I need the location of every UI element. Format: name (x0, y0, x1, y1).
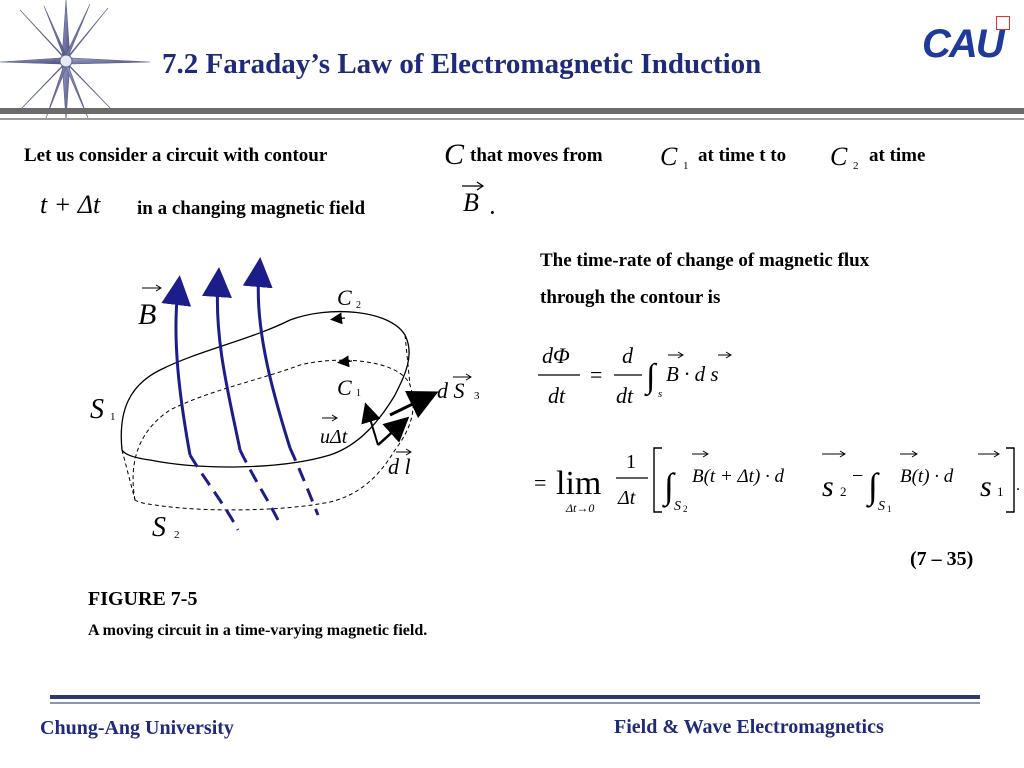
fig-label-ds3-sub: 3 (474, 390, 480, 402)
footer-course: Field & Wave Electromagnetics (614, 716, 884, 738)
vector-arrow-icon (462, 181, 485, 191)
side-line-right (404, 334, 411, 386)
cau-logo-text: CAU (922, 22, 1005, 66)
eq2-lim: lim (556, 465, 601, 502)
fig-label-c2-sub: 2 (356, 300, 361, 311)
eq2-s2-sub: 2 (840, 484, 847, 499)
c2-direction-arrow (330, 312, 346, 325)
header-divider-thin (0, 118, 1024, 120)
field-line-1-dashed (188, 454, 240, 531)
page-title: 7.2 Faraday’s Law of Electromagnetic Ind… (162, 48, 762, 80)
eq2-term2: B(t) · d (900, 466, 954, 487)
fig-label-b: B (138, 298, 156, 331)
equation-limit: = lim Δt→0 1 Δt ∫ S 2 B(t + Δt) · d s 2 … (534, 447, 1020, 515)
figure-caption-text: A moving circuit in a time-varying magne… (88, 622, 428, 639)
cau-logo: CAU (922, 16, 1016, 68)
fig-label-dl: d l (388, 454, 411, 479)
fig-label-s2: S (152, 512, 166, 543)
fig-label-s1: S (90, 394, 104, 425)
left-bracket-icon (653, 447, 662, 513)
field-line-3 (242, 257, 292, 449)
eq1-den-left: dt (548, 383, 566, 408)
fig-label-s2-sub: 2 (174, 529, 180, 541)
contour-c1 (132, 359, 414, 511)
fig-label-s1-sub: 1 (110, 411, 116, 423)
intro-text-5: in a changing magnetic field (137, 198, 366, 219)
intro-period: . (490, 198, 495, 219)
field-line-1 (161, 275, 192, 456)
eq2-s2: s (822, 470, 834, 503)
c1-direction-arrow (337, 355, 353, 368)
intro-text-2: that moves from (470, 145, 603, 166)
intro-text-3: at time t to (698, 145, 787, 166)
ds3-arrow (389, 391, 439, 419)
integral-icon-1: ∫ (662, 466, 676, 508)
b-symbol: B (463, 188, 479, 217)
flux-text-line2: through the contour is (540, 287, 721, 308)
contour-c2 (120, 311, 410, 468)
right-bracket-icon (1006, 447, 1015, 513)
field-line-2 (202, 267, 242, 451)
footer-divider (50, 695, 980, 699)
integral-icon-2: ∫ (866, 466, 880, 508)
figure-caption-title: FIGURE 7-5 (88, 588, 198, 610)
eq2-lim-sub: Δt→0 (565, 501, 594, 515)
equation-number: (7 – 35) (910, 548, 974, 570)
footer-divider-thin (50, 702, 980, 704)
eq2-minus: − (852, 465, 863, 487)
eq1-integrand: B · d s (666, 362, 719, 386)
integral-icon: ∫ (644, 358, 658, 397)
eq1-num-right: d (622, 343, 634, 368)
intro-text-1: Let us consider a circuit with contour (24, 145, 328, 166)
c2-subscript: 2 (853, 160, 859, 172)
fig-label-ds3: d S (437, 378, 465, 403)
velocity-arrow (361, 402, 381, 446)
fig-label-c1-sub: 1 (356, 388, 361, 399)
field-vector-symbol: B (460, 180, 486, 220)
footer-university: Chung-Ang University (40, 717, 234, 739)
c2-symbol: C (830, 142, 848, 171)
eq1-den-right: dt (616, 383, 634, 408)
moving-circuit-figure: B C 2 C 1 S 1 S 2 d S 3 uΔt d l (90, 257, 480, 543)
flux-text-line1: The time-rate of change of magnetic flux (540, 250, 870, 271)
eq2-equals: = (534, 470, 546, 495)
eq2-int2-sub: S (878, 499, 885, 514)
eq2-int1-sub: S (674, 499, 681, 514)
field-line-2-dashed (238, 449, 280, 521)
side-line-left (121, 449, 136, 501)
dl-arrow (377, 416, 410, 446)
c1-symbol: C (660, 142, 678, 171)
logo-square-icon (996, 16, 1010, 30)
header-divider (0, 108, 1024, 114)
intro-text-4: at time (869, 145, 926, 166)
c1-subscript: 1 (683, 160, 689, 172)
fig-label-udt: uΔt (320, 426, 348, 448)
eq2-term1: B(t + Δt) · d (692, 466, 785, 487)
fig-label-c2: C (337, 285, 352, 310)
eq1-int-sub: s (658, 388, 662, 400)
contour-symbol: C (444, 138, 465, 171)
time-expression: t + Δt (40, 190, 101, 219)
field-line-3-dashed (288, 447, 320, 516)
eq2-frac-num: 1 (626, 451, 636, 473)
eq1-equals: = (590, 362, 602, 387)
fig-label-c1: C (337, 375, 352, 400)
eq2-int1-subsub: 2 (683, 504, 688, 514)
eq2-frac-den: Δt (617, 487, 636, 509)
equation-flux-rate: dΦ dt = d dt ∫ s B · d s (538, 343, 732, 408)
eq2-s1-sub: 1 (997, 484, 1004, 499)
eq2-end: . (1016, 477, 1020, 494)
eq1-num-left: dΦ (542, 343, 570, 368)
eq2-s1: s (980, 470, 992, 503)
eq2-int2-subsub: 1 (887, 504, 892, 514)
starburst-logo (0, 0, 150, 120)
